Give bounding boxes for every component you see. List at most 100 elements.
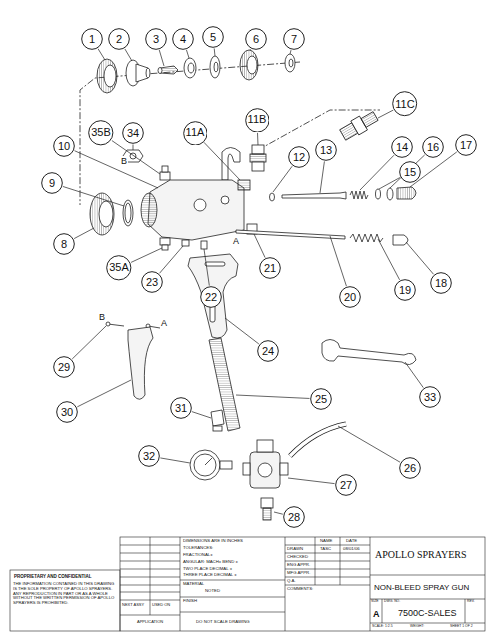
section-letter: A [160,318,168,328]
callout-circle-shape [260,258,281,279]
title-block-text: DATE [346,539,357,544]
title-block-text: FINISH [183,599,197,604]
leader-line [257,133,258,145]
part-outline [125,203,131,223]
part-outline [184,58,196,78]
part-outline [290,424,346,456]
leader-line [204,142,240,180]
callout-circle-shape [171,398,192,419]
drawing-line [285,577,370,578]
callout-circle-shape [392,137,413,158]
drawing-line [370,575,485,576]
leader-line [204,249,209,286]
callout-number: 11C [395,99,414,110]
callout-circle: 12 [288,146,310,168]
part-outline [282,192,346,199]
title-block-text: DO NOT SCALE DRAWING [196,620,250,625]
title-block-text: ENG APPR. [287,563,310,568]
callout-number: 18 [435,278,447,289]
callout-circle: 13 [315,139,337,161]
title-block-text: A [373,609,380,619]
callout-circle: 6 [245,28,267,50]
drawing-line [285,545,370,546]
callout-circle-shape [54,357,75,378]
callout-circle: 23 [141,271,163,293]
callout-circle: 4 [172,28,194,50]
drawing-line [370,537,371,631]
callout-circle: 28 [283,506,305,528]
leader-line [406,242,434,274]
callout-circle: 33 [419,386,441,408]
leader-line [254,234,265,258]
leader-line [330,236,346,286]
title-block-text: COMMENTS: [287,587,313,592]
leader-line [225,318,259,344]
leader-line [320,161,324,193]
title-block-text: TWO PLACE DECIMAL ± [183,567,232,572]
part-outline [350,191,368,199]
title-block-text: FRACTIONAL± [183,553,213,558]
callout-number: 11B [248,114,267,125]
part-outline [250,154,266,162]
callout-circle: 8 [53,233,75,255]
leader-line [186,50,189,58]
callout-number: 14 [396,142,408,153]
part-outline [339,109,380,142]
part-outline [141,193,157,227]
leader-line [74,228,94,239]
callout-circle-shape [245,108,268,131]
callout-circle: 35B [88,120,114,146]
leader-line [338,426,400,462]
callout-number: 24 [262,346,274,357]
callout-number: 21 [264,263,276,274]
callout-number: 12 [293,152,305,163]
part-outline [250,452,280,488]
callout-number: 9 [49,178,55,189]
title-block-text: NOTED [205,589,220,594]
callout-number: 30 [61,407,73,418]
part-outline [97,59,117,93]
part-outline [236,230,345,239]
leader-line [405,362,423,388]
title-block-text: REV. [467,600,475,604]
callout-circle: 27 [335,474,357,496]
title-block-text: 7500C-SALES [398,608,457,618]
callout-circle: 20 [339,286,361,308]
callout-circle-shape [173,29,194,50]
callout-number: 32 [143,451,155,462]
section-letter: B [98,312,106,322]
callout-circle: 32 [138,445,160,467]
leader-line [133,145,134,151]
drawing-line [120,577,180,578]
callout-number: 23 [146,277,158,288]
drawing-line [120,615,180,616]
drawing-line [382,599,383,623]
leader-line [290,50,291,54]
title-block-text: MATERIAL [183,582,204,587]
callout-circle-shape [203,27,224,48]
callout-number: 13 [320,145,332,156]
part-outline [285,54,295,72]
callout-circle-shape [284,507,305,528]
part-outline [387,188,393,200]
part-outline [211,410,224,426]
callout-circle: 25 [310,388,332,410]
callout-circle: 31 [170,397,192,419]
title-block-text: WEIGHT: [410,625,424,629]
callout-number: 3 [153,34,159,45]
part-outline [220,461,232,469]
callout-number: 27 [340,480,352,491]
callout-number: 26 [404,463,416,474]
callout-circle-shape [284,29,305,50]
part-outline [194,454,216,476]
leader-line [360,155,394,190]
part-outline [350,234,383,242]
title-block-text: PROPRIETARY AND CONFIDENTIAL [14,574,92,579]
leader-line [288,478,335,484]
callout-circle: 3 [145,28,167,50]
callout-circle-shape [201,287,222,308]
part-outline [361,112,378,128]
leader-line [75,151,159,188]
drawing-line [285,561,370,562]
